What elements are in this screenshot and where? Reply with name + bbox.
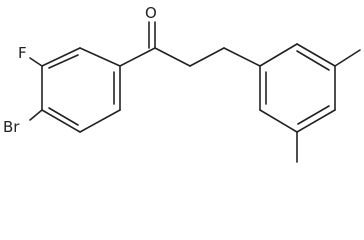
methyl-top bbox=[334, 49, 361, 67]
c-br-bond bbox=[29, 109, 43, 121]
molecule-drawing: O F Br bbox=[3, 4, 361, 163]
fluorine-label: F bbox=[18, 44, 27, 62]
oxygen-label: O bbox=[145, 4, 157, 22]
bromine-label: Br bbox=[3, 118, 20, 136]
left-benzene-ring bbox=[41, 47, 121, 133]
structure-diagram: O F Br bbox=[3, 4, 361, 163]
propanone-chain bbox=[119, 21, 261, 67]
right-benzene-ring bbox=[259, 43, 336, 133]
c-f-bond bbox=[29, 57, 43, 67]
